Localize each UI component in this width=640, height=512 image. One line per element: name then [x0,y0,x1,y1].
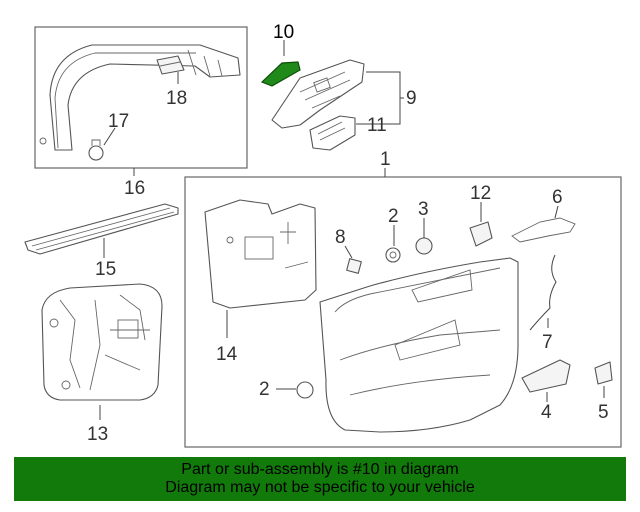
window-switch-part-11[interactable] [309,115,356,151]
callout-11: 11 [367,115,387,136]
window-moulding-part[interactable] [49,44,241,151]
switch-panel-part-9[interactable] [271,59,365,129]
door-trim-panel[interactable] [319,257,519,433]
callout-6: 6 [552,187,563,208]
callout-8: 8 [335,227,346,248]
trim-part-5[interactable] [594,361,613,385]
clip-part-8[interactable] [346,258,362,274]
info-banner: Part or sub-assembly is #10 in diagram D… [14,457,626,501]
callout-2-lower: 2 [259,379,270,400]
callout-13: 13 [87,424,108,445]
callout-17: 17 [108,111,129,132]
callout-7: 7 [542,332,553,353]
switch-bezel-part-10[interactable] [260,61,301,87]
push-retainer-part-2[interactable] [385,247,401,263]
door-module-part-13[interactable] [41,283,163,401]
plug-part-3[interactable] [415,237,433,255]
clip-part-18[interactable] [156,55,185,75]
group-frame-1 [184,176,622,448]
banner-line-2: Diagram may not be specific to your vehi… [165,479,475,496]
bracket-part-12[interactable] [469,221,493,247]
push-pin-part-17[interactable] [88,145,104,161]
callout-15: 15 [95,259,116,280]
callout-4: 4 [541,402,552,423]
callout-5: 5 [598,402,609,423]
callout-14: 14 [216,344,238,365]
leader-lines [99,40,605,420]
trim-part-4[interactable] [521,359,571,393]
callout-2-upper: 2 [388,206,399,227]
callout-16: 16 [124,178,145,199]
push-retainer-part-2-lower[interactable] [296,381,314,399]
harness-part-6[interactable] [511,217,576,243]
group-frame-16 [34,26,248,169]
water-deflector-part-14[interactable] [204,199,317,309]
callout-10: 10 [273,22,294,43]
callout-3: 3 [418,199,429,220]
callout-18: 18 [166,88,187,109]
callout-9: 9 [406,88,417,109]
callout-1: 1 [380,149,391,170]
callout-12: 12 [470,183,491,204]
harness-part-7[interactable] [529,254,557,331]
banner-line-1: Part or sub-assembly is #10 in diagram [181,461,459,478]
